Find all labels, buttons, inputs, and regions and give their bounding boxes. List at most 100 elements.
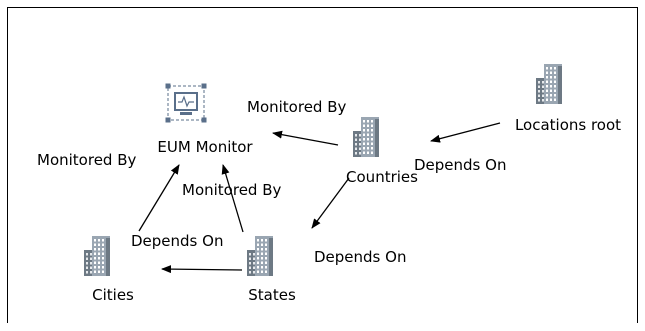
building-window <box>550 76 552 79</box>
monitor-icon <box>165 83 207 123</box>
building-window <box>98 270 100 273</box>
building-window <box>355 147 357 150</box>
building-window <box>554 85 556 88</box>
building-window <box>538 85 540 88</box>
node-label-eum: EUM Monitor <box>157 138 253 156</box>
building-window <box>367 138 369 141</box>
building-window <box>261 257 263 260</box>
building-window <box>249 253 251 256</box>
building-window <box>554 89 556 92</box>
edge-countries-to-states[interactable] <box>311 177 350 229</box>
monitor-handle <box>165 83 171 89</box>
building-window <box>98 239 100 242</box>
building-window <box>253 257 255 260</box>
edge-label-locations-to-countries: Depends On <box>414 156 506 174</box>
canvas-frame <box>7 7 638 323</box>
building-window <box>554 98 556 101</box>
building-window <box>90 266 92 269</box>
building-window <box>371 133 373 136</box>
building-window <box>554 76 556 79</box>
building-window <box>546 94 548 97</box>
building-window <box>355 152 357 155</box>
building-window <box>550 67 552 70</box>
edges-layer <box>138 122 501 274</box>
building-window <box>86 253 88 256</box>
building-window <box>546 85 548 88</box>
building-window <box>371 129 373 132</box>
building-window <box>367 147 369 150</box>
monitor-pulse-line <box>178 95 194 108</box>
building-window <box>542 99 544 102</box>
node-locations[interactable] <box>536 64 562 104</box>
building-window <box>265 248 267 251</box>
building-window <box>265 270 267 273</box>
building-window <box>538 94 540 97</box>
edge-label-states-to-cities: Depends On <box>131 232 223 250</box>
building-icon <box>353 117 379 157</box>
node-eum[interactable] <box>165 83 207 123</box>
building-window <box>363 120 365 123</box>
building-window <box>86 257 88 260</box>
building-window <box>249 266 251 269</box>
building-icon <box>536 64 562 104</box>
building-window <box>546 67 548 70</box>
building-tower <box>255 236 273 276</box>
building-tower <box>544 64 562 104</box>
building-window <box>359 143 361 146</box>
building-window <box>86 266 88 269</box>
building-icon <box>247 236 273 276</box>
building-window <box>371 138 373 141</box>
edge-cities-to-eum[interactable] <box>138 164 180 232</box>
building-window <box>355 143 357 146</box>
building-window <box>367 129 369 132</box>
building-window <box>257 257 259 260</box>
building-window <box>253 253 255 256</box>
building-window <box>550 71 552 74</box>
building-window <box>550 94 552 97</box>
building-shade <box>269 238 273 276</box>
building-window <box>367 124 369 127</box>
building-window <box>249 262 251 265</box>
building-window <box>363 133 365 136</box>
building-window <box>265 239 267 242</box>
building-window <box>538 81 540 84</box>
building-window <box>359 152 361 155</box>
edge-states-to-eum[interactable] <box>221 164 244 233</box>
building-window <box>265 257 267 260</box>
building-window <box>98 243 100 246</box>
building-window <box>546 71 548 74</box>
building-window <box>367 142 369 145</box>
building-window <box>355 138 357 141</box>
building-window <box>102 239 104 242</box>
building-window <box>367 151 369 154</box>
building-window <box>102 266 104 269</box>
building-window <box>102 257 104 260</box>
edge-locations-to-countries[interactable] <box>430 122 501 143</box>
building-window <box>253 266 255 269</box>
node-countries[interactable] <box>353 117 379 157</box>
node-label-countries: Countries <box>346 168 418 186</box>
building-window <box>546 80 548 83</box>
building-window <box>261 266 263 269</box>
building-icon <box>84 236 110 276</box>
node-cities[interactable] <box>84 236 110 276</box>
node-label-states: States <box>248 286 296 304</box>
building-window <box>261 270 263 273</box>
edge-countries-to-eum[interactable] <box>272 130 339 146</box>
building-window <box>542 85 544 88</box>
building-window <box>554 80 556 83</box>
monitor-handle <box>201 83 207 89</box>
edge-states-to-cities[interactable] <box>161 265 243 274</box>
building-tower <box>361 117 379 157</box>
building-window <box>550 89 552 92</box>
building-window <box>90 271 92 274</box>
building-window <box>102 270 104 273</box>
building-shade <box>106 238 110 276</box>
building-window <box>249 257 251 260</box>
node-states[interactable] <box>247 236 273 276</box>
building-window <box>261 243 263 246</box>
building-window <box>94 266 96 269</box>
